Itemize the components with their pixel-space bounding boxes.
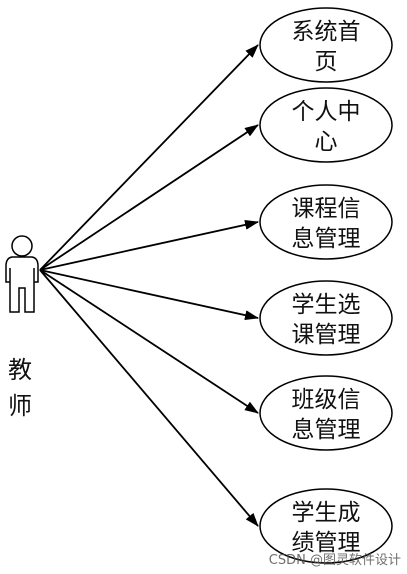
use-case-label-line: 课管理 [292, 322, 361, 348]
association-arrow-home [39, 44, 259, 271]
association-edges [39, 44, 259, 527]
use-case-label-line: 息管理 [292, 417, 361, 443]
association-arrow-personal-center [39, 124, 259, 271]
use-case-label-line: 课程信 [292, 196, 361, 222]
use-case-label-line: 个人中 [292, 99, 361, 125]
use-case-label-line: 绩管理 [292, 530, 361, 556]
use-case-label-line: 心 [315, 129, 338, 155]
use-case-ellipse [259, 87, 393, 163]
use-case-label-line: 班级信 [292, 387, 361, 413]
association-arrow-course-select [39, 269, 259, 321]
use-case-ellipse [259, 488, 393, 564]
actor-label-char-2: 师 [8, 392, 32, 420]
use-case-label-line: 学生成 [292, 500, 361, 526]
association-arrow-class-info [39, 269, 259, 414]
use-case-label-line: 学生选 [292, 292, 361, 318]
use-case-ellipse [259, 7, 393, 83]
use-case-label-line: 息管理 [292, 226, 361, 252]
actor-label-char-1: 教 [8, 356, 32, 384]
actor-figure-icon [5, 235, 39, 313]
association-arrow-course-info [39, 219, 259, 271]
use-case-ellipse [259, 375, 393, 451]
use-case-ellipse [259, 280, 393, 356]
use-case-label-line: 系统首 [292, 19, 361, 45]
use-case-ellipse [259, 184, 393, 260]
watermark: CSDN @图灵软件设计 [268, 553, 401, 568]
use-case-label-line: 页 [315, 49, 338, 75]
association-arrow-grade-mgmt [39, 269, 259, 527]
